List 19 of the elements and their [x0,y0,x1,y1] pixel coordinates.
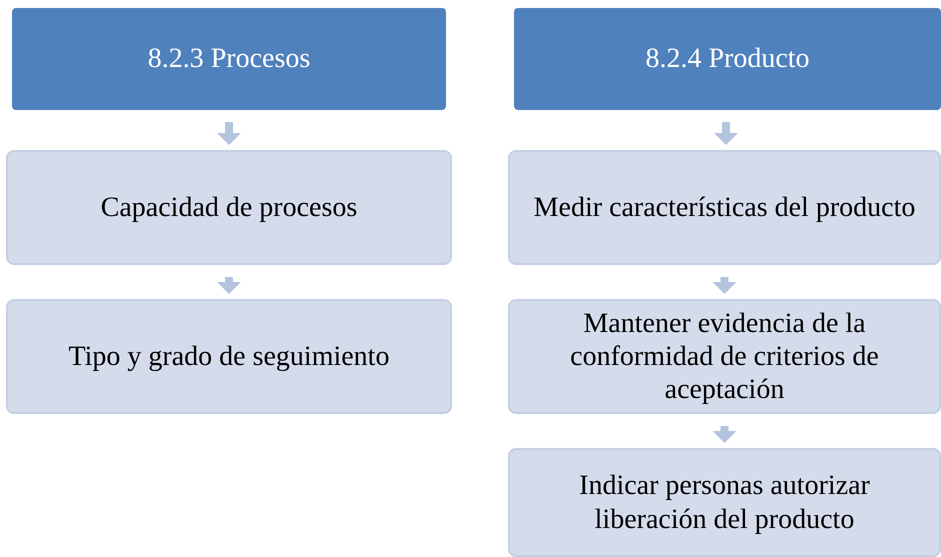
node-text: 8.2.3 Procesos [148,42,310,76]
down-arrow [217,122,241,145]
process-box [6,150,452,265]
process-box [508,299,941,414]
node-text: Mantener evidencia de la conformidad de criterios de aceptación [569,306,880,406]
down-arrow [714,122,738,145]
node-text: Indicar personas autorizar liberación del producto [578,469,871,536]
down-arrow [712,277,736,294]
process-box [508,448,941,557]
node-text: Capacidad de procesos [100,190,358,224]
process-box [508,150,941,265]
node-text: Medir características del producto [534,190,916,224]
node-text: Tipo y grado de seguimiento [68,340,390,374]
process-box [6,299,452,414]
down-arrow [217,277,241,294]
header-box [12,8,446,110]
node-text: 8.2.4 Producto [645,42,810,76]
header-box [514,8,941,110]
down-arrow [712,426,736,443]
